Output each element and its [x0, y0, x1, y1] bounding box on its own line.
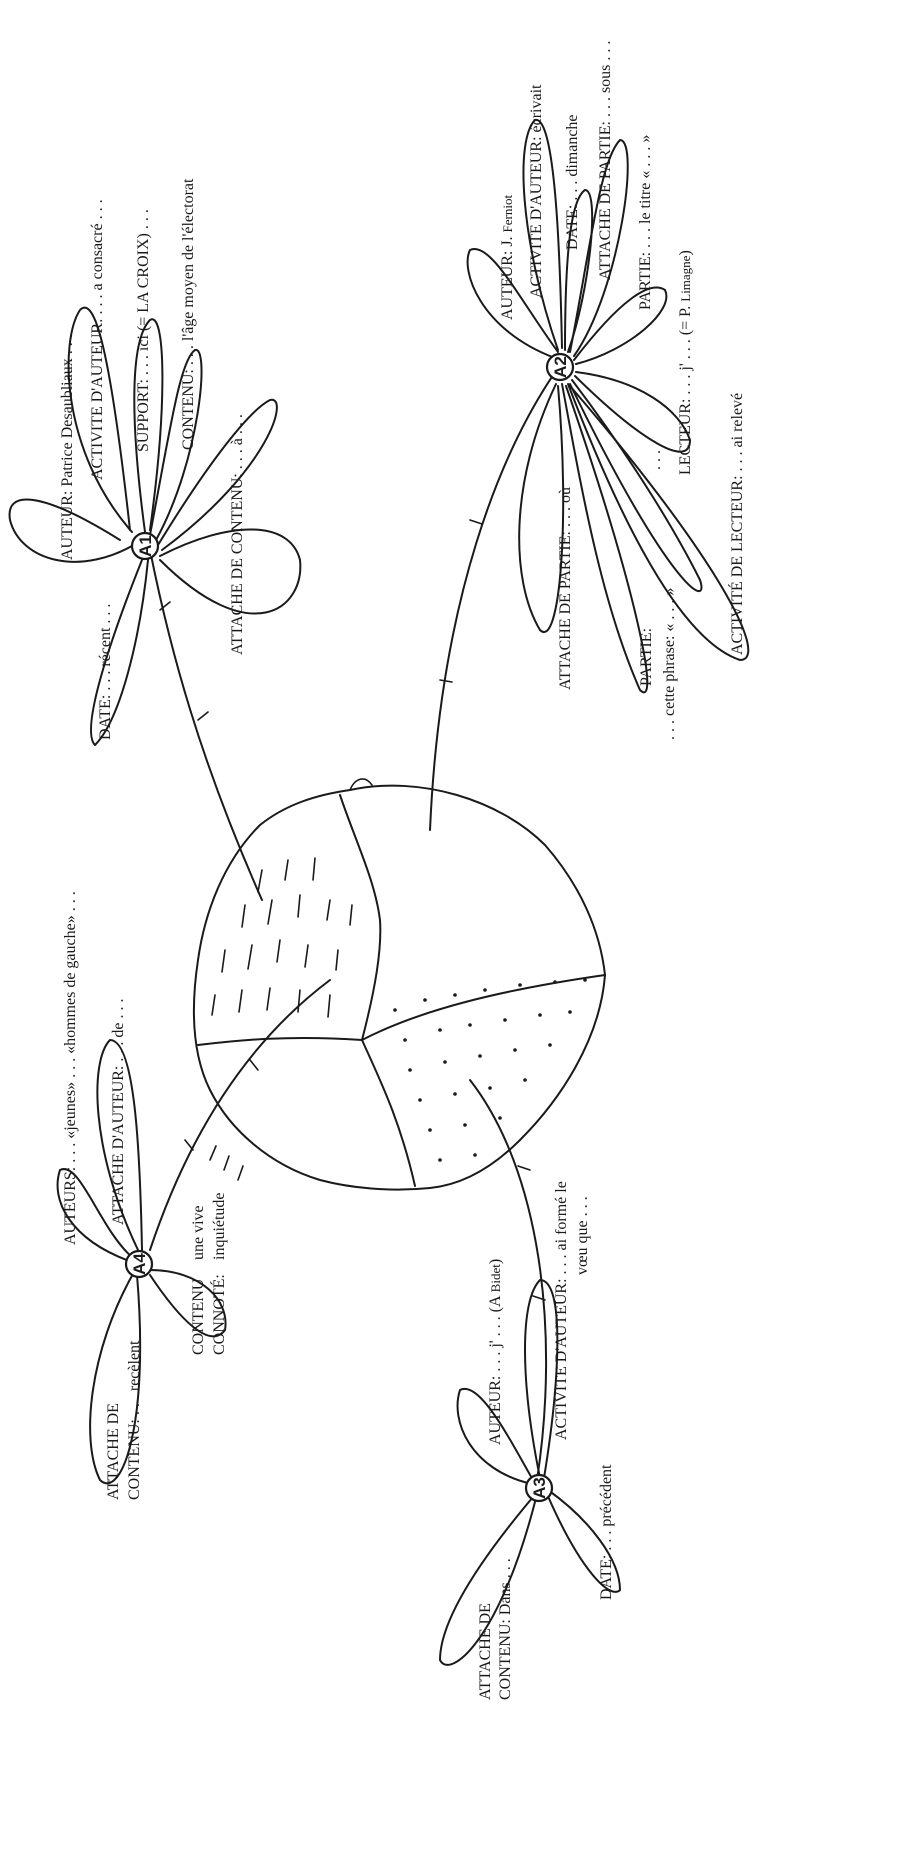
- a4-contenu-label-1: CONTENU: [190, 1278, 207, 1355]
- a4-attache-auteur-label: ATTACHE D'AUTEUR: . . . de . . .: [110, 999, 127, 1225]
- a2-date-label: DATE: . . . dimanche: [564, 114, 581, 250]
- a1-date-label: DATE: . . . récent . . .: [97, 604, 114, 740]
- connection-a4-globe: [150, 980, 330, 1250]
- a2-auteur-label: AUTEUR: J. Ferniot: [499, 194, 516, 320]
- a1-auteur-label: AUTEUR: Patrice Desaubliaux . . .: [59, 334, 76, 560]
- a2-lecteur-label: LECTEUR: . . . j' . . . (= P. Limagne): [677, 250, 694, 475]
- globe-divider-right: [362, 975, 605, 1040]
- connection-a3-globe: [470, 1080, 546, 1480]
- hub-a4: A4 AUTEURS: . . . «jeunes» . . . «hommes…: [58, 891, 228, 1500]
- a4-contenu-value-2: inquiétude: [211, 1192, 228, 1260]
- a4-contenu-label-2: CONNOTÉ:: [209, 1274, 228, 1355]
- hub-a1: A1 AUTEUR: Patrice Desaubliaux . . . ACT…: [10, 178, 301, 745]
- a4-attache-label-2: CONTENU: . . . recèlent: [126, 1340, 143, 1500]
- globe-side-marks: [210, 1146, 243, 1180]
- a4-hub-label: A4: [130, 1253, 149, 1275]
- a2-partie-2-label: PARTIE:: [638, 628, 655, 686]
- connection-a2-globe: [430, 365, 560, 830]
- a2-attache-partie-label: ATTACHE DE PARTIE: . . . sous . . .: [597, 41, 614, 280]
- a3-date-label: DATE: . . . précédent: [598, 1464, 615, 1600]
- a2-partie-2-text: . . . cette phrase: « . . . »: [661, 588, 678, 740]
- a3-attache-label-1: ATTACHE DE: [477, 1603, 494, 1700]
- a3-auteur-label: AUTEUR: . . . j' . . . (A Bidet): [487, 1259, 504, 1445]
- a1-petals: [10, 308, 301, 745]
- a2-attache-partie-2-label: ATTACHE DE PARTIE: . . . où: [557, 487, 574, 690]
- globe-hatch-region: [212, 858, 352, 1017]
- a2-activite-lecteur-label: ACTIVITÉ DE LECTEUR: . . . ai relevé: [727, 393, 746, 655]
- hub-a2: A2 AUTEUR: J. Ferniot ACTIVITE D'AUTEUR:…: [468, 41, 749, 740]
- globe-divider-bottom: [362, 1040, 415, 1186]
- a3-hub-label: A3: [530, 1477, 549, 1499]
- a1-contenu-label: CONTENU: . . . l'âge moyen de l'électora…: [180, 178, 197, 450]
- a3-petals: [440, 1280, 620, 1665]
- a1-attache-contenu-label: ATTACHE DE CONTENU: . . . à . . .: [229, 414, 246, 655]
- a2-hub-label: A2: [551, 356, 570, 378]
- a2-activite-auteur-label: ACTIVITE D'AUTEUR: écrivait: [528, 84, 545, 298]
- hub-a3: A3 AUTEUR: . . . j' . . . (A Bidet) ACTI…: [440, 1181, 620, 1700]
- a2-ellipsis-label: . . .: [647, 450, 664, 470]
- central-globe: [194, 779, 605, 1190]
- a1-support-label: SUPPORT: . . . ici (= LA CROIX) . . .: [135, 209, 152, 452]
- a1-activite-auteur-label: ACTIVITE D'AUTEUR: . . . a consacré . . …: [89, 199, 106, 480]
- globe-divider-left: [198, 1038, 362, 1045]
- a4-attache-label-1: ATTACHE DE: [105, 1403, 122, 1500]
- globe-divider-top: [340, 795, 380, 1040]
- a1-hub-label: A1: [136, 535, 155, 557]
- a3-attache-label-2: CONTENU: Dans . . .: [497, 1558, 514, 1700]
- a4-contenu-value-1: une vive: [190, 1205, 207, 1260]
- a2-partie-label: PARTIE: . . . le titre « . . . »: [637, 135, 654, 310]
- a3-activite-auteur-label-2: vœu que . . .: [574, 1196, 591, 1275]
- globe-dot-region: [393, 978, 587, 1162]
- a4-auteurs-label: AUTEURS: . . . «jeunes» . . . «hommes de…: [62, 891, 79, 1245]
- a3-activite-auteur-label: ACTIVITE D'AUTEUR: . . . ai formé le: [553, 1181, 570, 1440]
